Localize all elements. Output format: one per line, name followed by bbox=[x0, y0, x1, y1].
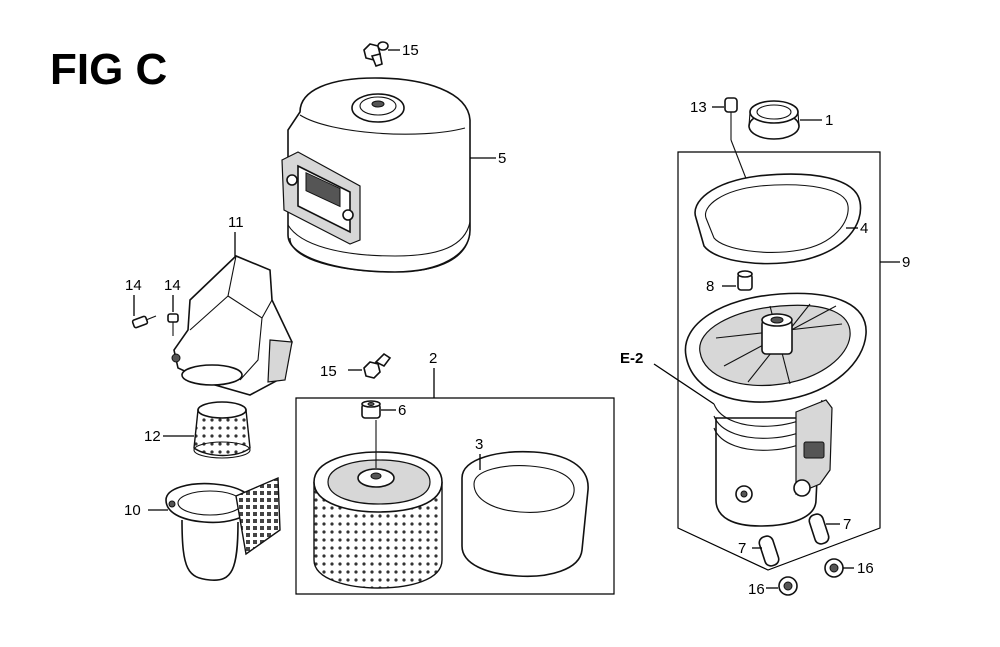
callout-5: 5 bbox=[498, 150, 506, 167]
callout-9: 9 bbox=[902, 254, 910, 271]
air-filter-element bbox=[313, 420, 443, 589]
callout-16-right: 16 bbox=[857, 560, 874, 577]
collar-part-8 bbox=[737, 270, 753, 291]
screen-part-12 bbox=[193, 401, 251, 459]
callout-8: 8 bbox=[706, 278, 714, 295]
nut-part-16-right bbox=[824, 558, 844, 578]
grommet-part-6 bbox=[361, 400, 381, 419]
callout-15-top: 15 bbox=[402, 42, 419, 59]
callout-14-right: 14 bbox=[164, 277, 181, 294]
air-cleaner-case bbox=[684, 292, 867, 527]
callout-2: 2 bbox=[429, 350, 437, 367]
callout-16-left: 16 bbox=[748, 581, 765, 598]
air-cleaner-cover-part-5 bbox=[281, 77, 471, 273]
wing-nut-part-15-top bbox=[363, 41, 389, 67]
callout-14-left: 14 bbox=[125, 277, 142, 294]
callout-10: 10 bbox=[124, 502, 141, 519]
callout-13: 13 bbox=[690, 99, 707, 116]
callout-4: 4 bbox=[860, 220, 868, 237]
callout-15-middle: 15 bbox=[320, 363, 337, 380]
nut-part-16-left bbox=[778, 576, 798, 596]
callout-12: 12 bbox=[144, 428, 161, 445]
callout-3: 3 bbox=[475, 436, 483, 453]
screw-part-14-left bbox=[131, 315, 157, 329]
reference-e2: E-2 bbox=[620, 350, 643, 367]
callout-6: 6 bbox=[398, 402, 406, 419]
group-frame-part-2 bbox=[295, 397, 615, 595]
figure-title: FIG C bbox=[50, 45, 167, 94]
callout-1: 1 bbox=[825, 112, 833, 129]
foam-pre-filter-part-3 bbox=[461, 450, 589, 578]
callout-7-left: 7 bbox=[738, 540, 746, 557]
tube-part-7-right bbox=[808, 513, 830, 545]
air-duct-part-11 bbox=[171, 255, 293, 396]
callout-7-right: 7 bbox=[843, 516, 851, 533]
wing-nut-part-15-middle bbox=[363, 352, 392, 379]
callout-11: 11 bbox=[228, 214, 244, 231]
screw-part-14-right bbox=[167, 313, 179, 336]
group-frame-part-9 bbox=[677, 151, 881, 571]
air-intake-part-10 bbox=[165, 476, 281, 581]
gasket-part-4 bbox=[694, 173, 862, 265]
ring-part-1 bbox=[748, 100, 800, 140]
tube-part-7-left bbox=[758, 535, 780, 567]
